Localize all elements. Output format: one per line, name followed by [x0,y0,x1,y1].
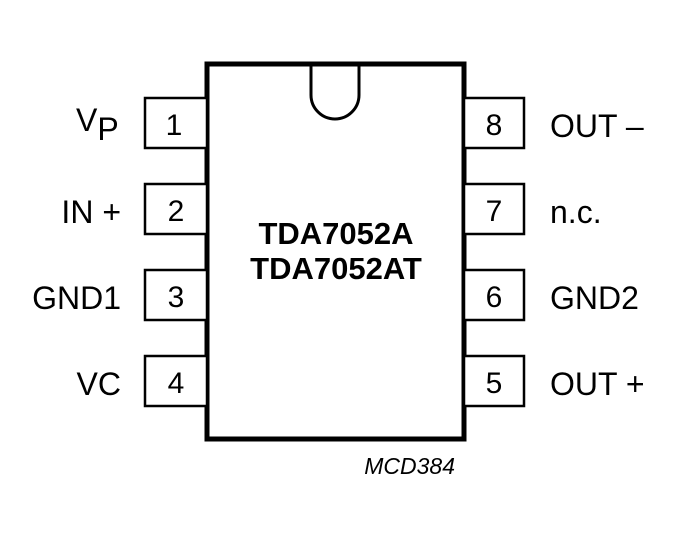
pin-3-number: 3 [168,281,185,314]
pin-8-number: 8 [486,109,503,142]
pin-8-label: OUT – [550,108,644,144]
pin-1-label-sub: P [97,111,118,147]
pin-7-number: 7 [486,195,503,228]
pin-3-box [143,268,209,322]
pin-6-label: GND2 [550,280,639,316]
pin-4: 4 VC [77,354,209,408]
pin-5-box [462,354,526,408]
pin-3-label: GND1 [32,280,121,316]
pin-8-box [462,96,526,150]
pin-1-box [143,96,209,150]
part-number-2: TDA7052AT [250,251,422,286]
pin-3: 3 GND1 [32,268,209,322]
pin-6-box [462,268,526,322]
pin-4-label: VC [77,366,121,402]
pin-4-box [143,354,209,408]
pin-7: 7 n.c. [462,182,602,236]
pin-6-number: 6 [486,281,503,314]
pin-2: 2 IN + [61,182,209,236]
pin-8: 8 OUT – [462,96,644,150]
ic-body [204,61,467,442]
figure-code: MCD384 [364,453,455,479]
pin-5-number: 5 [486,367,503,400]
pin-2-number: 2 [168,195,185,228]
pin-2-label: IN + [61,194,121,230]
pin-1-label-main: V [76,102,98,138]
pin-7-box [462,182,526,236]
pin-1-number: 1 [166,109,183,142]
pin-2-box [143,182,209,236]
pin-1: 1 VP [76,96,209,150]
pin-1-label: VP [76,102,119,147]
orientation-notch [309,64,361,121]
pin-7-label: n.c. [550,194,602,230]
part-number-1: TDA7052A [258,216,413,251]
pin-5-label: OUT + [550,366,645,402]
pin-5: 5 OUT + [462,354,645,408]
pin-4-number: 4 [168,367,185,400]
pin-6: 6 GND2 [462,268,639,322]
